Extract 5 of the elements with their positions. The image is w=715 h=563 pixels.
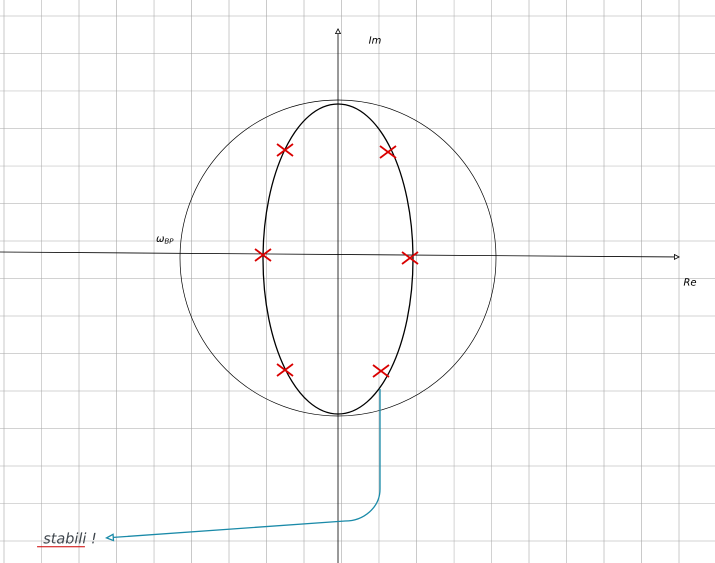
- ellipse-curve: [262, 103, 414, 415]
- axis-label: Re: [684, 278, 696, 286]
- axis-label: Im: [368, 36, 381, 44]
- axis-label: ω$_{BP}$: [156, 236, 174, 244]
- note-text: stabili !: [43, 532, 96, 544]
